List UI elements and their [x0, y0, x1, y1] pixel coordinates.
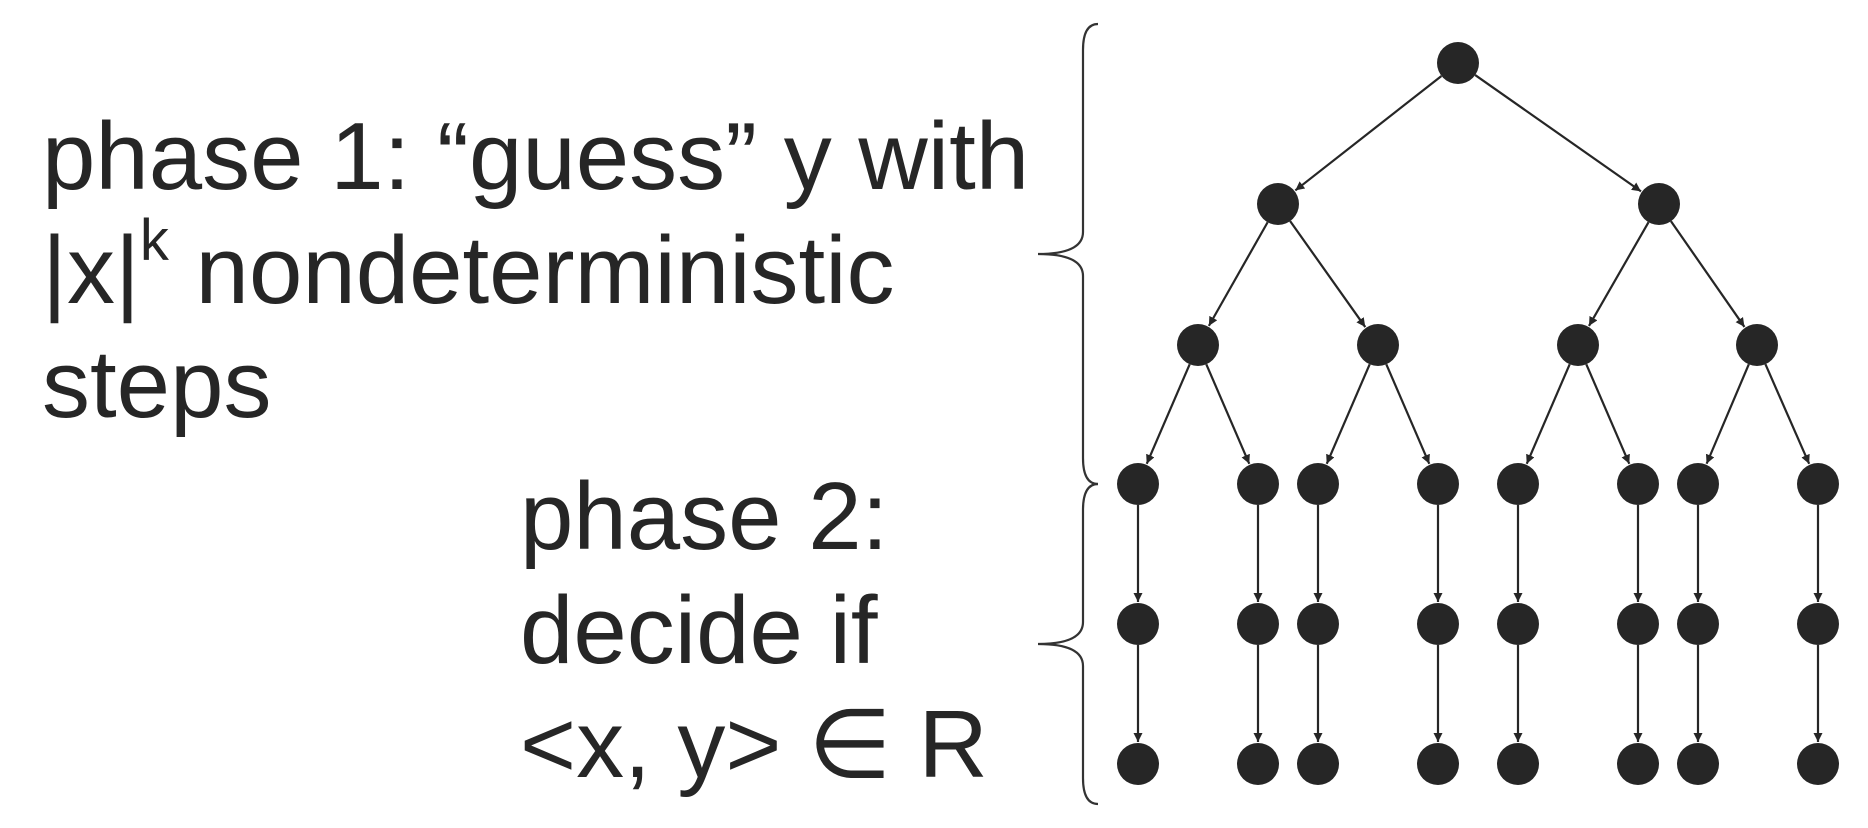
- deterministic-node-5-2: [1617, 743, 1659, 785]
- deterministic-node-3-2: [1417, 743, 1459, 785]
- phase-1-line-2-suffix: nondeterministic: [168, 217, 895, 324]
- deterministic-node-2-2: [1297, 743, 1339, 785]
- phase-2-line-2: decide if: [520, 577, 878, 684]
- tree-edge-level-2-0-0: [1145, 363, 1191, 465]
- phase-2-line-3: <x, y> ∈ R: [520, 691, 988, 798]
- tree-node-level-3-7: [1797, 463, 1839, 505]
- deterministic-node-6-1: [1677, 603, 1719, 645]
- tree-node-level-2-3: [1736, 324, 1778, 366]
- tree-node-level-3-2: [1297, 463, 1339, 505]
- deterministic-node-3-1: [1417, 603, 1459, 645]
- tree-node-level-2-1: [1357, 324, 1399, 366]
- deterministic-node-4-1: [1497, 603, 1539, 645]
- deterministic-node-1-2: [1237, 743, 1279, 785]
- tree-node-level-1-0: [1257, 183, 1299, 225]
- phase-1-line-2-prefix: |x|: [42, 217, 140, 324]
- tree-node-level-0-0: [1437, 42, 1479, 84]
- tree-edge-level-2-3-0: [1705, 363, 1750, 465]
- tree-edge-level-1-0-0: [1207, 221, 1269, 327]
- deterministic-node-4-2: [1497, 743, 1539, 785]
- phase-1-label: phase 1: “guess” y with |x|k nondetermin…: [42, 100, 1029, 442]
- deterministic-node-7-1: [1797, 603, 1839, 645]
- tree-edge-level-0-0-0: [1294, 75, 1443, 192]
- deterministic-node-6-2: [1677, 743, 1719, 785]
- tree-edge-level-1-1-1: [1670, 220, 1746, 328]
- tree-edge-level-2-2-1: [1585, 363, 1631, 465]
- phase-1-exponent: k: [139, 208, 169, 273]
- tree-edge-level-2-1-0: [1325, 363, 1371, 465]
- tree-edge-level-2-0-1: [1205, 363, 1251, 465]
- tree-node-level-3-1: [1237, 463, 1279, 505]
- phase-2-brace: [1037, 482, 1099, 806]
- tree-node-level-3-0: [1117, 463, 1159, 505]
- tree-node-level-3-5: [1617, 463, 1659, 505]
- tree-edge-level-1-0-1: [1289, 220, 1367, 328]
- tree-node-level-3-6: [1677, 463, 1719, 505]
- tree-edge-level-2-1-1: [1385, 363, 1431, 465]
- tree-node-level-3-3: [1417, 463, 1459, 505]
- tree-edge-level-2-3-1: [1764, 363, 1811, 465]
- tree-node-level-2-0: [1177, 324, 1219, 366]
- tree-edge-level-0-0-1: [1474, 74, 1642, 193]
- phase-2-line-1: phase 2:: [520, 463, 889, 570]
- deterministic-node-0-1: [1117, 603, 1159, 645]
- phase-1-line-3: steps: [42, 331, 272, 438]
- deterministic-node-2-1: [1297, 603, 1339, 645]
- deterministic-node-1-1: [1237, 603, 1279, 645]
- tree-edge-level-2-2-0: [1525, 363, 1571, 465]
- tree-edge-level-1-1-0: [1588, 221, 1650, 327]
- tree-node-level-1-1: [1638, 183, 1680, 225]
- phase-1-line-1: phase 1: “guess” y with: [42, 103, 1030, 210]
- deterministic-node-7-2: [1797, 743, 1839, 785]
- tree-node-level-2-2: [1557, 324, 1599, 366]
- deterministic-node-5-1: [1617, 603, 1659, 645]
- deterministic-node-0-2: [1117, 743, 1159, 785]
- tree-node-level-3-4: [1497, 463, 1539, 505]
- phase-1-brace: [1037, 22, 1099, 486]
- phase-2-label: phase 2: decide if <x, y> ∈ R: [520, 460, 988, 802]
- phase-1-line-2: |x|k nondeterministic: [42, 212, 1029, 328]
